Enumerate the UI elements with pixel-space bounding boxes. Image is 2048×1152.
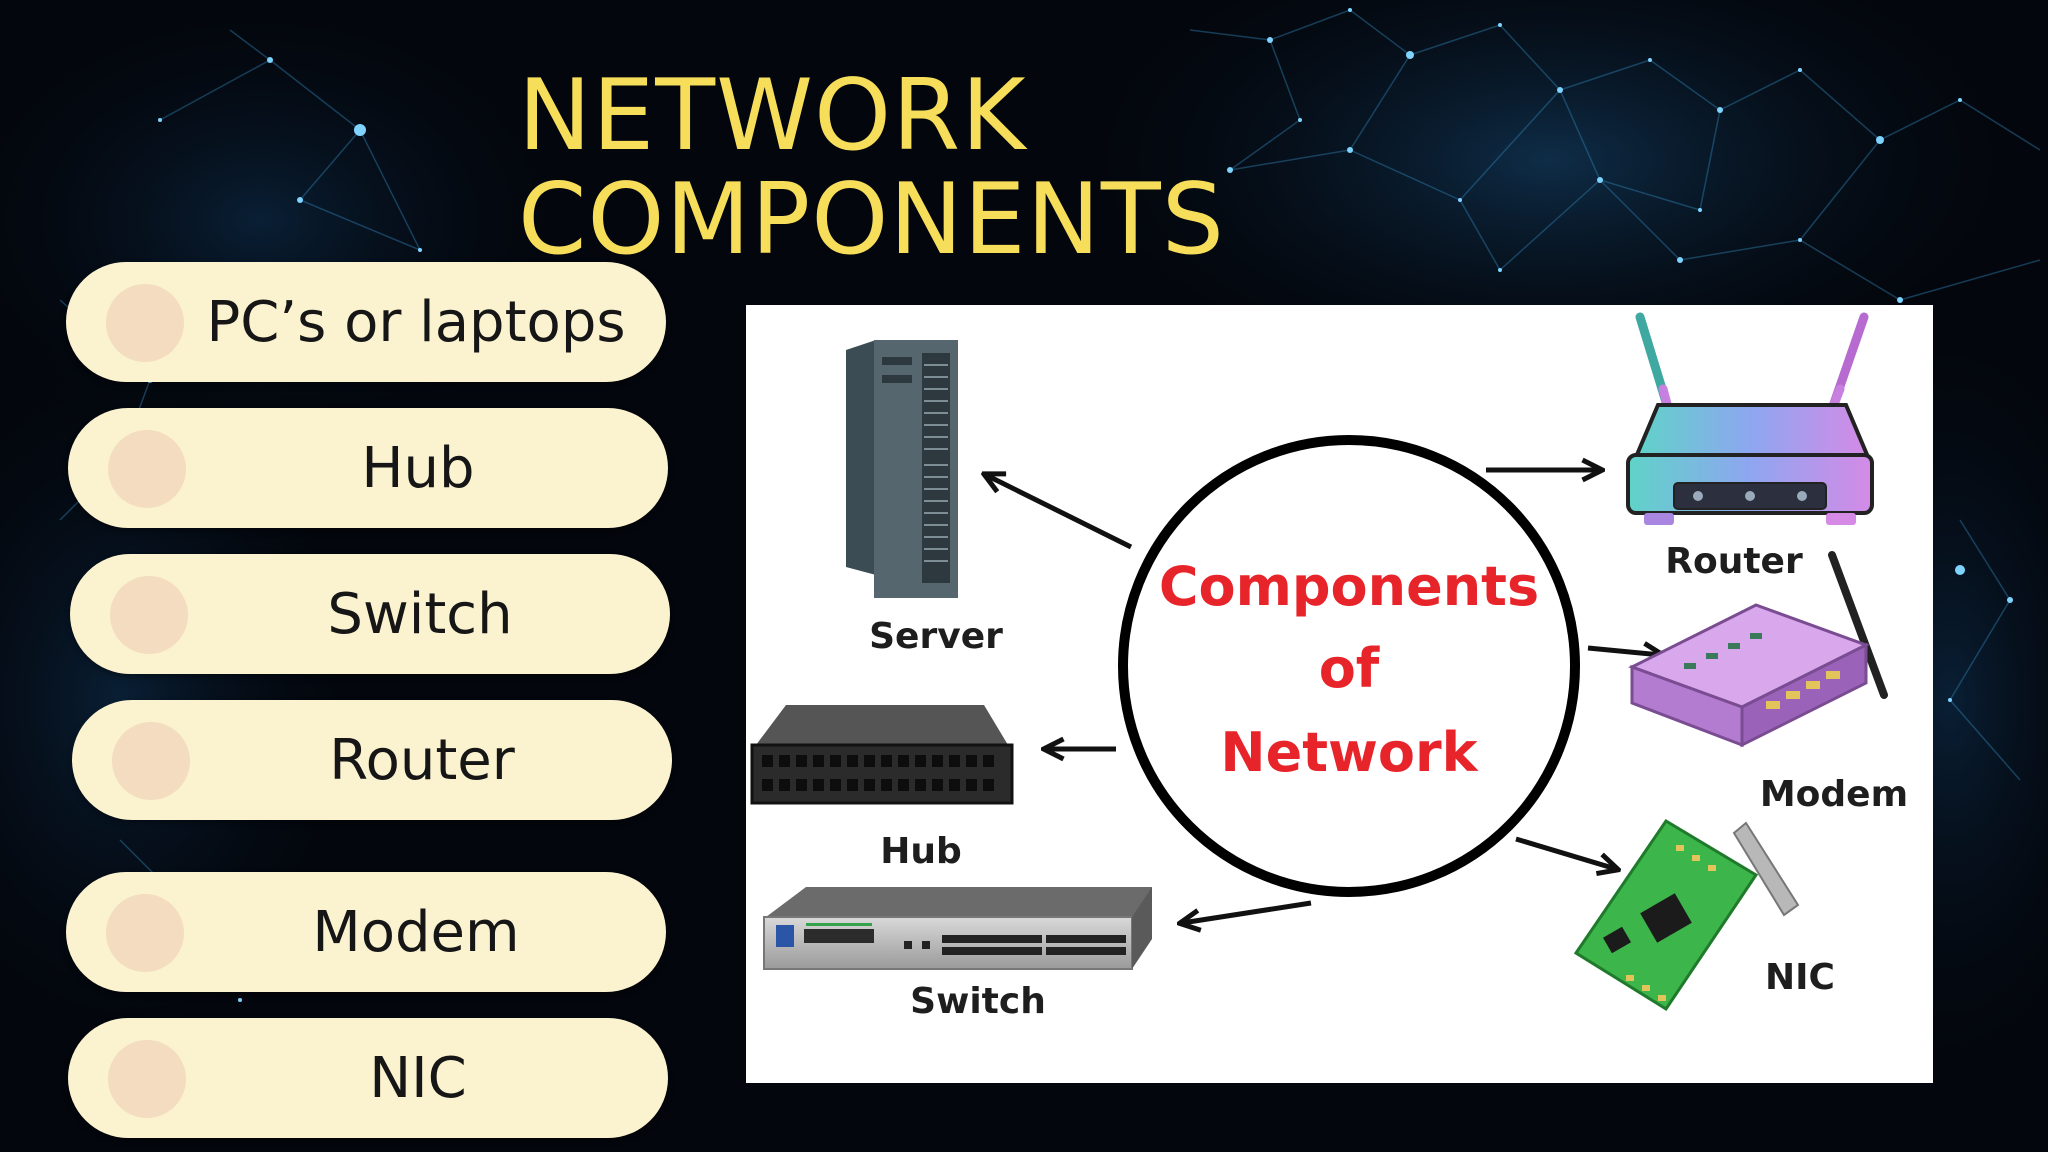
component-pill-hub: Hub — [68, 408, 668, 528]
arrow-to-modem — [1587, 648, 1661, 655]
component-label: Modem — [312, 899, 520, 965]
slide-title-line-1: NETWORK — [518, 59, 1027, 173]
server-label: Server — [869, 616, 1003, 657]
bullet-circle-icon — [110, 576, 188, 654]
slide-title: NETWORK COMPONENTS — [518, 64, 1225, 272]
bullet-circle-icon — [108, 1040, 186, 1118]
components-diagram: Components of Network — [746, 305, 1933, 1083]
center-text-line-2: of — [1319, 637, 1380, 700]
modem-label: Modem — [1760, 774, 1908, 815]
nic-icon — [1573, 818, 1800, 1012]
center-text-line-3: Network — [1220, 721, 1478, 784]
nic-label: NIC — [1765, 957, 1835, 998]
arrow-to-switch — [1182, 900, 1312, 923]
bullet-circle-icon — [106, 284, 184, 362]
server-icon — [846, 340, 958, 598]
switch-icon — [763, 887, 1152, 970]
modem-icon — [1628, 551, 1888, 748]
arrow-to-nic — [1515, 836, 1616, 869]
hub-label: Hub — [880, 831, 962, 872]
diagram-canvas: Components of Network — [750, 312, 1908, 1022]
hub-icon — [750, 705, 1014, 805]
component-pill-switch: Switch — [70, 554, 670, 674]
component-label: NIC — [369, 1045, 467, 1111]
arrow-to-server — [986, 475, 1133, 550]
bullet-circle-icon — [108, 430, 186, 508]
switch-label: Switch — [910, 981, 1046, 1022]
center-text-line-1: Components — [1159, 555, 1539, 618]
component-pill-router: Router — [72, 700, 672, 820]
bullet-circle-icon — [112, 722, 190, 800]
component-pill-nic: NIC — [68, 1018, 668, 1138]
router-label: Router — [1665, 541, 1803, 582]
component-label: PC’s or laptops — [206, 289, 626, 355]
component-pill-modem: Modem — [66, 872, 666, 992]
component-label: Switch — [327, 581, 513, 647]
slide-title-line-2: COMPONENTS — [518, 163, 1225, 277]
center-circle — [1118, 435, 1580, 897]
bullet-circle-icon — [106, 894, 184, 972]
router-icon — [1626, 312, 1874, 525]
component-label: Hub — [361, 435, 475, 501]
component-label: Router — [329, 727, 515, 793]
component-pill-pc: PC’s or laptops — [66, 262, 666, 382]
